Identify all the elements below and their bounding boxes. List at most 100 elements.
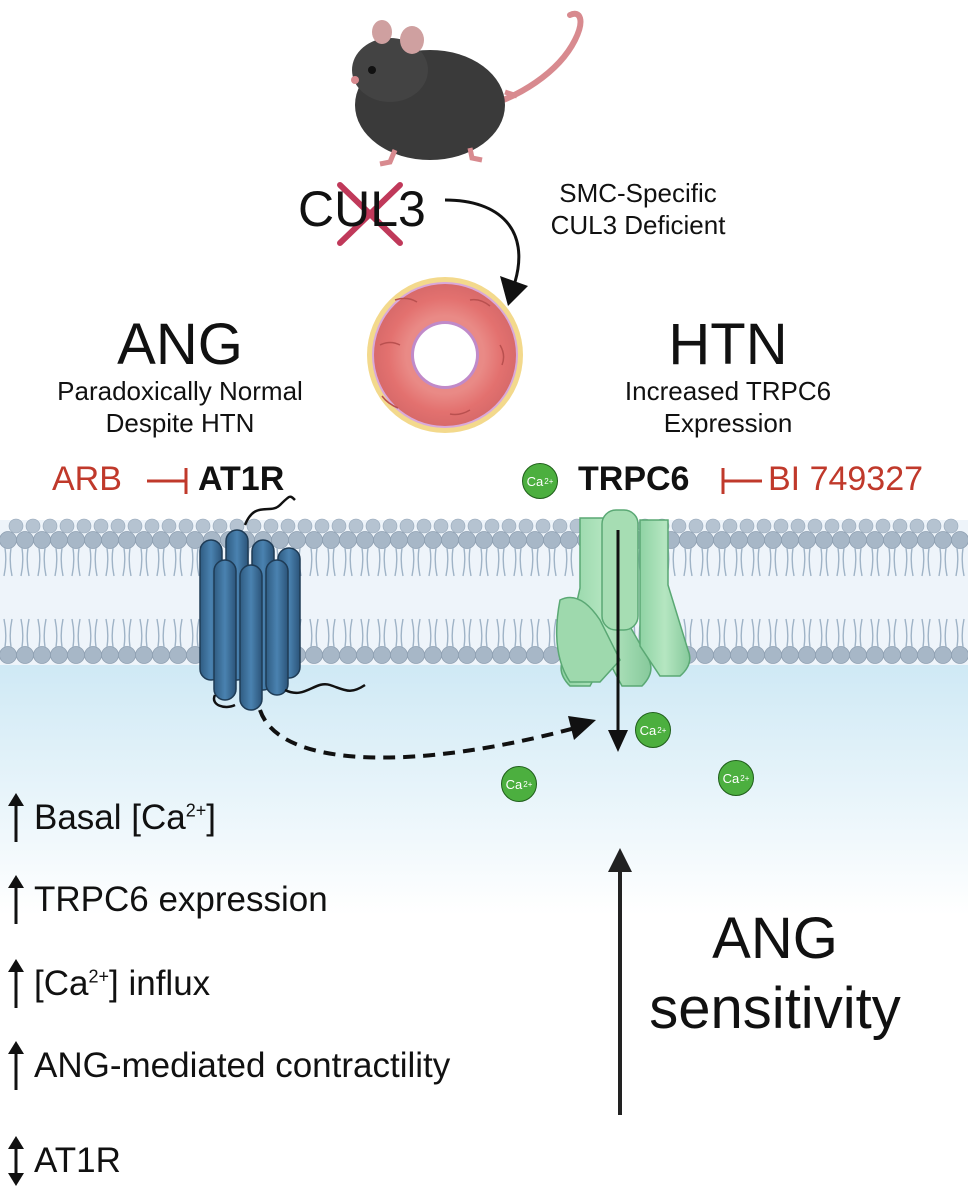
lipid-head [280, 518, 296, 534]
lipid-head [84, 531, 102, 549]
lipid-head [713, 646, 731, 664]
lipid-tail [530, 547, 540, 648]
lipid-tail [938, 547, 948, 648]
lipid-head [526, 531, 544, 549]
at1r-label: AT1R [198, 460, 285, 498]
lipid-head [671, 518, 687, 534]
arb-inhibition-mark [147, 468, 188, 494]
sensitivity-line1: ANG [712, 906, 838, 971]
lipid-head [169, 531, 187, 549]
effect-item: ANG-mediated contractility [6, 1040, 450, 1092]
right-title: HTN [668, 312, 788, 377]
trpc6-channel-icon [555, 509, 691, 752]
lipid-head [407, 531, 425, 549]
lipid-head [900, 531, 918, 549]
lipid-head [509, 646, 527, 664]
up-down-arrow-icon [8, 1136, 24, 1186]
lipid-head [917, 646, 935, 664]
curved-arrow-to-vessel [444, 198, 528, 306]
cell-membrane [0, 518, 968, 665]
lipid-head [722, 518, 738, 534]
lipid-head [747, 531, 765, 549]
lipid-head [110, 518, 126, 534]
lipid-head [815, 646, 833, 664]
lipid-head [696, 646, 714, 664]
lipid-head [501, 518, 517, 534]
bi-749327-label: BI 749327 [768, 460, 924, 498]
lipid-head [832, 646, 850, 664]
lipid-head [118, 531, 136, 549]
lipid-head [781, 531, 799, 549]
lipid-head [543, 531, 561, 549]
lipid-head [246, 518, 262, 534]
lipid-head [356, 646, 374, 664]
arb-label: ARB [52, 460, 122, 498]
up-arrow-icon [8, 875, 24, 924]
lipid-head [390, 531, 408, 549]
lipid-head [135, 531, 153, 549]
lipid-head [917, 531, 935, 549]
lipid-head [841, 518, 857, 534]
lipid-tail [173, 547, 183, 648]
lipid-tail [3, 547, 13, 648]
lipid-tail [190, 547, 200, 648]
lipid-head [790, 518, 806, 534]
lipid-tail [513, 547, 523, 648]
lipid-head [883, 646, 901, 664]
lipid-head [756, 518, 772, 534]
lipid-head [560, 531, 578, 549]
lipid-tail [105, 547, 115, 648]
lipid-head [382, 518, 398, 534]
lipid-head [858, 518, 874, 534]
lipid-head [8, 518, 24, 534]
model-label-line1: SMC-Specific [559, 178, 717, 208]
lipid-tail [445, 547, 455, 648]
lipid-head [518, 518, 534, 534]
lipid-head [934, 646, 952, 664]
lipid-tail [904, 547, 914, 648]
lipid-head [373, 646, 391, 664]
lipid-head [76, 518, 92, 534]
lipid-head [424, 646, 442, 664]
knockout-x-mark [337, 182, 403, 246]
lipid-head [875, 518, 891, 534]
lipid-tail [37, 547, 47, 648]
lipid-head [25, 518, 41, 534]
lipid-head [892, 518, 908, 534]
effect-item: TRPC6 expression [6, 874, 328, 926]
lipid-tail [921, 547, 931, 648]
lipid-head [832, 531, 850, 549]
lipid-head [909, 518, 925, 534]
lipid-head [33, 531, 51, 549]
lipid-head [458, 531, 476, 549]
lipid-head [152, 646, 170, 664]
lipid-tail [462, 547, 472, 648]
left-subtitle-line2: Despite HTN [105, 408, 255, 438]
lipid-head [807, 518, 823, 534]
lipid-tail [734, 547, 744, 648]
left-title: ANG [117, 312, 243, 377]
lipid-head [339, 531, 357, 549]
membrane-lower-heads [0, 646, 968, 664]
lipid-head [390, 646, 408, 664]
lipid-head [781, 646, 799, 664]
lipid-head [0, 646, 17, 664]
lipid-head [67, 646, 85, 664]
lipid-tail [836, 547, 846, 648]
lipid-head [424, 531, 442, 549]
lipid-head [815, 531, 833, 549]
lipid-head [135, 646, 153, 664]
lipid-head [492, 646, 510, 664]
lipid-head [526, 646, 544, 664]
lipid-head [169, 646, 187, 664]
lipid-head [42, 518, 58, 534]
lipid-head [127, 518, 143, 534]
lipid-head [441, 531, 459, 549]
lipid-head [951, 531, 968, 549]
lipid-head [739, 518, 755, 534]
at1r-receptor-icon [199, 495, 366, 711]
lipid-head [348, 518, 364, 534]
lipid-head [798, 531, 816, 549]
